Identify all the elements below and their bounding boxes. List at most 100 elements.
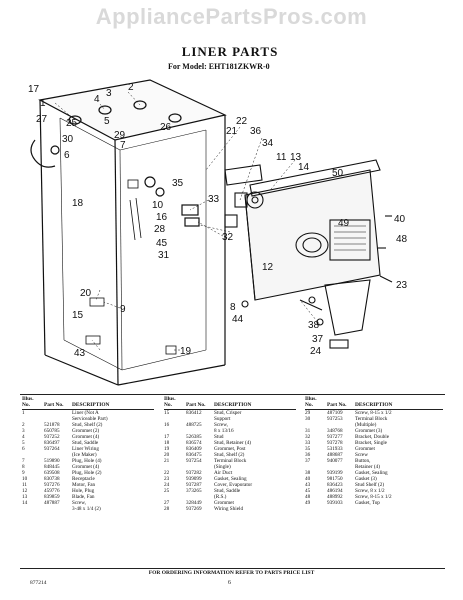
- col-header-desc: DESCRIPTION: [214, 396, 296, 410]
- col-header-desc: DESCRIPTION: [72, 396, 154, 410]
- illus-number: 23: [164, 476, 170, 482]
- part-description: Hole, Plug: [72, 488, 95, 494]
- table-row: Retainer (4): [305, 464, 443, 470]
- callout: 21: [226, 126, 238, 137]
- part-number: 526385: [186, 434, 202, 440]
- part-description: Stud: [214, 434, 224, 440]
- callout: 17: [28, 84, 40, 95]
- table-row: 12 459776 Hole, Plug: [22, 488, 154, 494]
- illus-number: 5: [22, 440, 25, 446]
- callout: 27: [36, 114, 48, 125]
- illus-number: 16: [164, 422, 170, 428]
- part-description: Stud Shelf (2): [355, 482, 385, 488]
- part-description: Screw, 8 x 1/2: [355, 488, 385, 494]
- part-description: Stud, Shelf (2): [72, 422, 103, 428]
- illus-number: 3: [22, 428, 25, 434]
- part-number: 836409: [186, 446, 202, 452]
- part-number: 639508: [44, 470, 60, 476]
- part-number: 488992: [327, 494, 343, 500]
- illus-number: 40: [305, 476, 311, 482]
- part-description: Grommet (2): [72, 428, 100, 434]
- part-number: 836475: [186, 452, 202, 458]
- part-number: 836497: [44, 440, 60, 446]
- callout: 34: [262, 138, 274, 149]
- illus-number: 30: [305, 416, 311, 422]
- col-header-part: Part No.: [327, 396, 355, 410]
- part-number: 940077: [327, 458, 343, 464]
- illus-number: 12: [22, 488, 28, 494]
- callout: 23: [396, 280, 408, 291]
- part-description: (Single): [214, 464, 231, 470]
- illus-number: 6: [22, 446, 25, 452]
- part-number: 488687: [327, 452, 343, 458]
- part-description: Stud, Shelf (2): [214, 452, 245, 458]
- table-row: (Single): [164, 464, 296, 470]
- part-number: 848445: [44, 464, 60, 470]
- part-number: 531933: [327, 446, 343, 452]
- callout: 36: [250, 126, 262, 137]
- callout: 30: [62, 134, 74, 145]
- part-number: 836423: [327, 482, 343, 488]
- col-header-part: Part No.: [44, 396, 72, 410]
- callout-labels: 17 1 4 3 2 27 25 5 29 30 7 6 26 22 21 36…: [28, 82, 408, 359]
- illus-number: 35: [305, 446, 311, 452]
- col-header-illus: Illus. No.: [22, 396, 44, 410]
- part-description: Liner (Not A: [72, 410, 99, 416]
- callout: 15: [72, 310, 84, 321]
- callout: 32: [222, 232, 234, 243]
- part-description: Gasket (3): [355, 476, 377, 482]
- callout: 12: [262, 262, 274, 273]
- part-description: Receptacle: [72, 476, 95, 482]
- part-description: Screw,: [72, 500, 86, 506]
- ordering-footer: FOR ORDERING INFORMATION REFER TO PARTS …: [148, 570, 315, 576]
- part-number: [44, 506, 72, 512]
- part-description: Screw: [355, 452, 368, 458]
- part-description: Serviceable Part): [72, 416, 108, 422]
- illus-number: 24: [164, 482, 170, 488]
- callout: 18: [72, 198, 84, 209]
- part-description: Plug, Hole (2): [72, 470, 102, 476]
- part-description: Stud, Saddle: [72, 440, 99, 446]
- illus-number: 8: [22, 464, 25, 470]
- illus-number: 20: [164, 452, 170, 458]
- part-description: Grommet, Post: [214, 446, 246, 452]
- part-number: 839859: [44, 494, 60, 500]
- callout: 3: [106, 88, 112, 99]
- callout: 28: [154, 224, 166, 235]
- callout: 19: [180, 346, 192, 357]
- illus-number: 49: [305, 500, 311, 506]
- part-number: 348768: [327, 428, 343, 434]
- part-description: Stud, Retainer (4): [214, 440, 252, 446]
- illus-number: 9: [22, 470, 25, 476]
- part-number: 459776: [44, 488, 60, 494]
- table-row: 8 x 13/16: [164, 428, 296, 434]
- part-number: 939103: [327, 500, 343, 506]
- table-row: 3-48 x 1/4 (2): [22, 506, 154, 512]
- callout: 16: [156, 212, 168, 223]
- part-description: Grommet (4): [72, 434, 100, 440]
- model-label: For Model: EHT181ZKWR-0: [168, 62, 270, 71]
- part-number: 488725: [186, 422, 202, 428]
- part-description: Button,: [355, 458, 371, 464]
- part-description: Liner Wiring: [72, 446, 99, 452]
- callout: 31: [158, 250, 170, 261]
- callout: 44: [232, 314, 244, 325]
- illus-number: 14: [22, 500, 28, 506]
- callout: 20: [80, 288, 92, 299]
- callout: 49: [338, 218, 350, 229]
- part-description: Bracket, Single: [355, 440, 387, 446]
- part-description: Terminal Block: [355, 416, 388, 422]
- col-header-illus: Illus. No.: [164, 396, 186, 410]
